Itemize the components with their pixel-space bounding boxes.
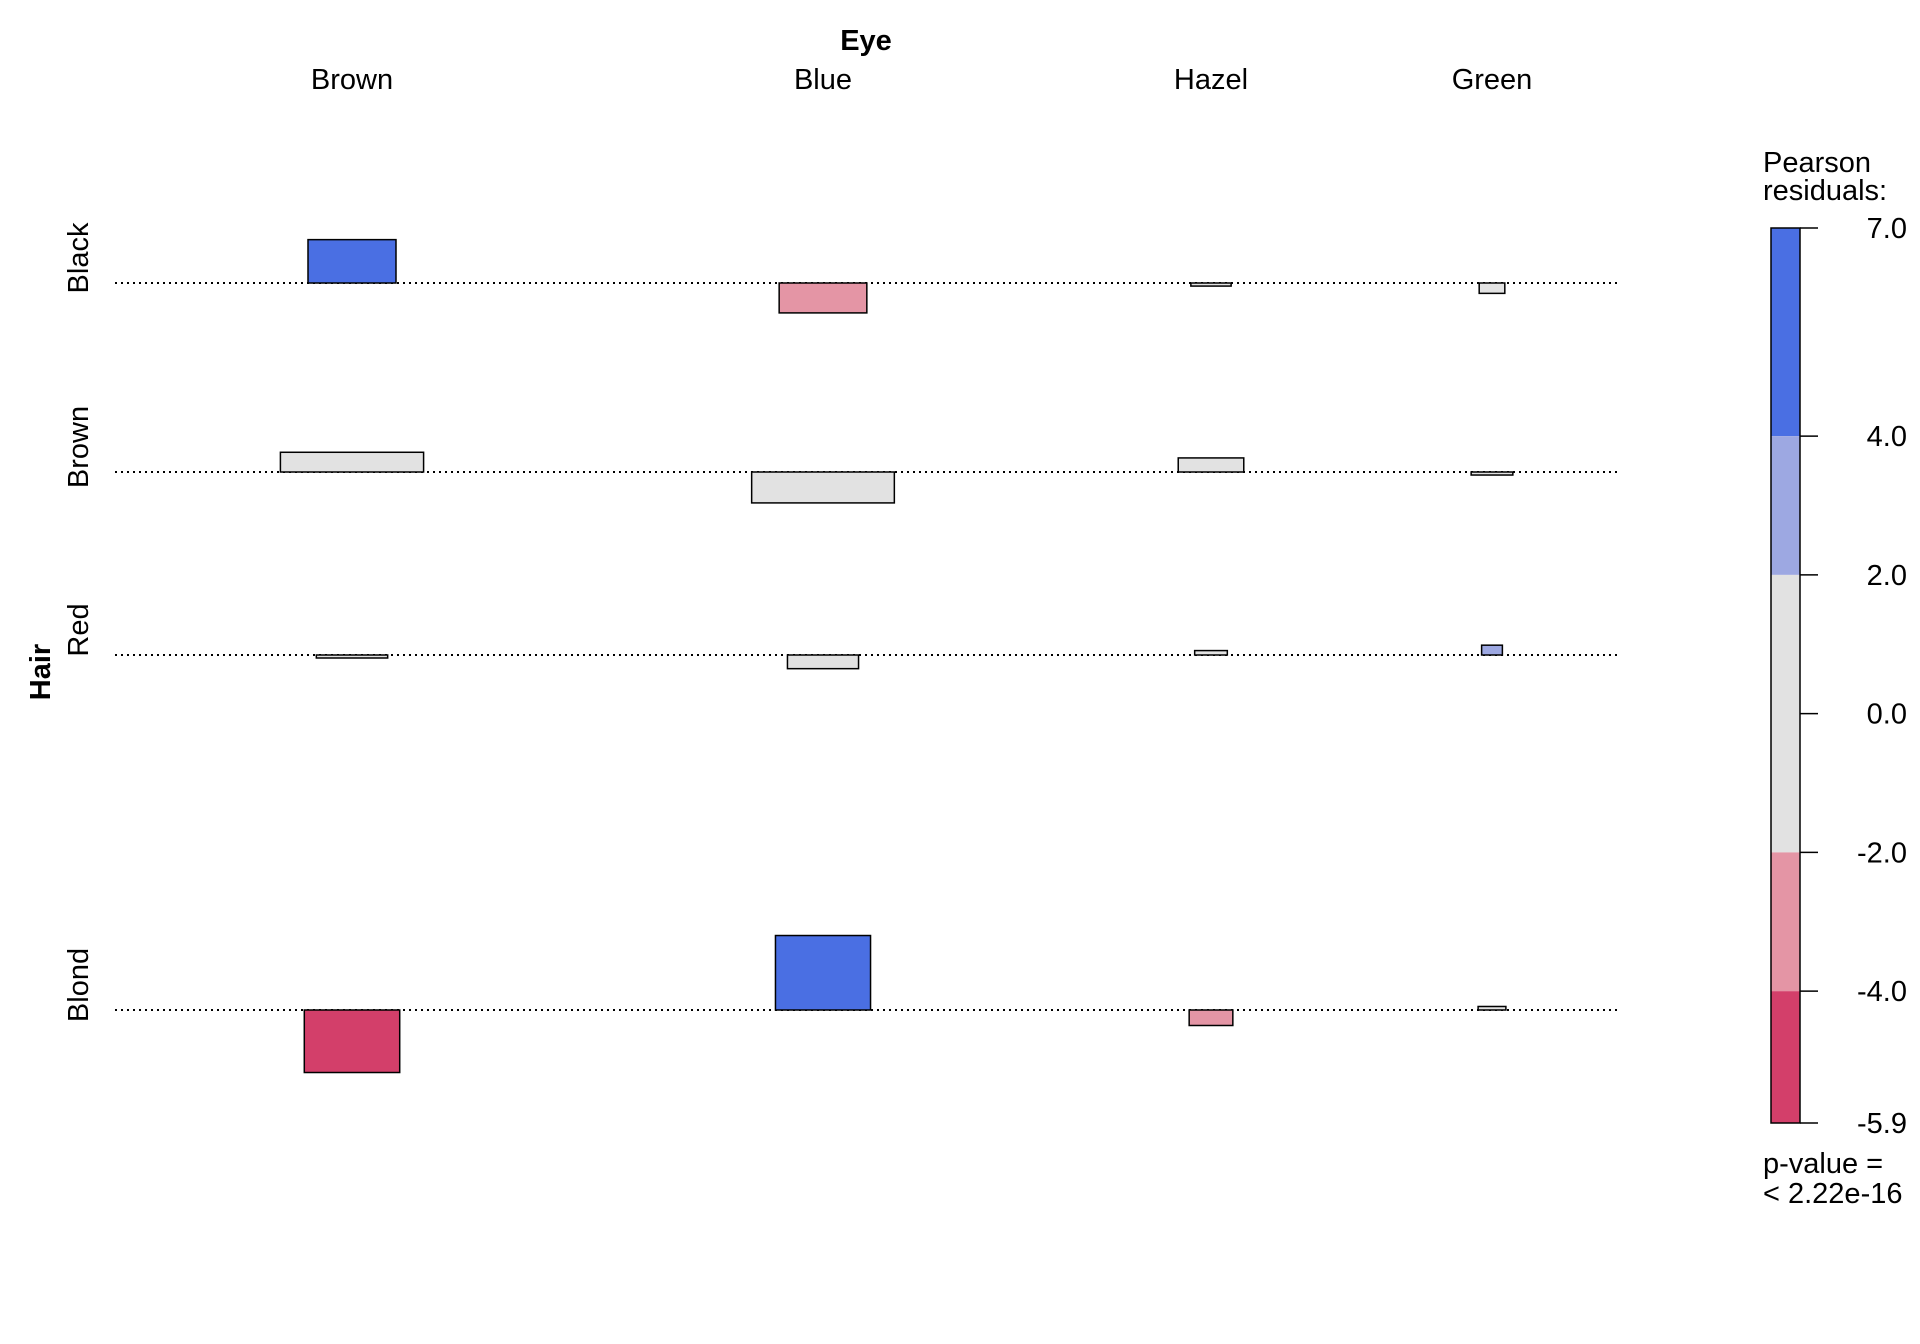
legend-title-line1: Pearson — [1763, 147, 1871, 179]
bar-red-brown — [315, 654, 389, 659]
legend-tick-label-1: 4.0 — [1867, 421, 1907, 453]
row-label-black: Black — [63, 222, 95, 293]
legend: Pearson residuals: 7.0 4.0 2.0 0.0 -2.0 -4.0 -… — [1763, 147, 1907, 1210]
legend-band-3 — [1771, 852, 1800, 992]
bar-black-blue — [778, 282, 868, 314]
baselines — [115, 282, 1620, 1011]
bar-black-hazel — [1190, 282, 1232, 287]
legend-tick-label-6: -5.9 — [1857, 1108, 1907, 1140]
residual-bars — [279, 238, 1514, 1074]
bar-brown-blue — [750, 471, 896, 504]
bar-blond-blue — [774, 934, 872, 1011]
bar-brown-green — [1470, 471, 1514, 476]
legend-tick-label-3: 0.0 — [1867, 699, 1907, 731]
x-axis-title: Eye — [840, 25, 892, 57]
bar-blond-hazel — [1188, 1009, 1234, 1027]
row-label-brown: Brown — [63, 406, 95, 488]
pvalue-line1: p-value = — [1763, 1148, 1883, 1180]
legend-band-2 — [1771, 574, 1800, 853]
legend-tick-label-2: 2.0 — [1867, 560, 1907, 592]
legend-band-0 — [1771, 228, 1800, 437]
y-axis-title: Hair — [25, 644, 57, 700]
legend-band-1 — [1771, 436, 1800, 575]
bar-blond-green — [1477, 1005, 1507, 1011]
column-label-green: Green — [1452, 64, 1533, 96]
bar-brown-brown — [279, 451, 425, 473]
bar-red-green — [1480, 644, 1504, 656]
row-label-blond: Blond — [63, 948, 95, 1022]
legend-color-bands — [1770, 227, 1801, 1124]
legend-tick-label-5: -4.0 — [1857, 976, 1907, 1008]
pvalue-line2: < 2.22e-16 — [1763, 1178, 1902, 1210]
row-label-red: Red — [63, 603, 95, 656]
column-label-blue: Blue — [794, 64, 852, 96]
bar-black-brown — [307, 238, 397, 284]
legend-tick-label-4: -2.0 — [1857, 837, 1907, 869]
legend-title-line2: residuals: — [1763, 175, 1887, 207]
legend-frame — [1770, 227, 1801, 1124]
bar-red-blue — [786, 654, 860, 670]
column-label-brown: Brown — [311, 64, 393, 96]
legend-tick-label-0: 7.0 — [1867, 213, 1907, 245]
bar-brown-hazel — [1177, 457, 1245, 473]
legend-band-4 — [1771, 991, 1800, 1123]
bar-blond-brown — [303, 1009, 401, 1074]
legend-ticks: 7.0 4.0 2.0 0.0 -2.0 -4.0 -5.9 — [1800, 213, 1907, 1140]
column-labels: Brown Blue Hazel Green — [311, 64, 1532, 96]
column-label-hazel: Hazel — [1174, 64, 1248, 96]
bar-black-green — [1478, 282, 1506, 295]
bar-red-hazel — [1193, 649, 1229, 656]
